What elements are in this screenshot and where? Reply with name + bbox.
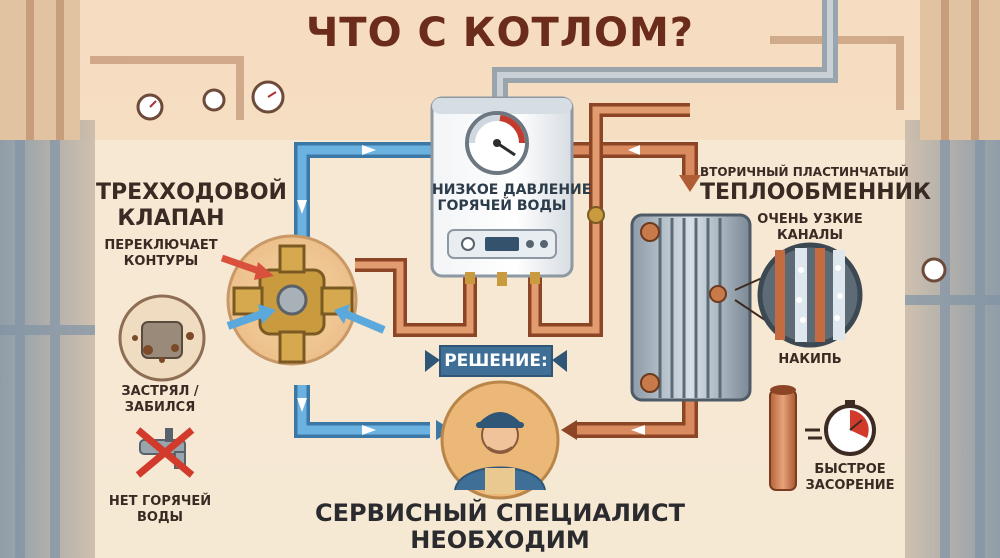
page-title: ЧТО С КОТЛОМ?	[305, 10, 695, 56]
valve-stuck-line2: ЗАБИЛСЯ	[124, 400, 196, 415]
magnifier-narrow-channels	[757, 242, 863, 348]
no-hot-water-icon	[135, 427, 195, 478]
solution-line2: НЕОБХОДИМ	[410, 526, 590, 554]
boiler	[430, 96, 574, 286]
stuck-valve-icon	[118, 294, 206, 382]
fast-clogging-line2: ЗАСОРЕНИЕ	[805, 478, 895, 493]
plate-heat-exchanger	[630, 213, 781, 402]
pressure-gauge-icon	[465, 111, 529, 175]
valve-title-line1: ТРЕХХОДОВОЙ	[96, 180, 287, 205]
valve-switch-line2: КОНТУРЫ	[123, 254, 199, 269]
solution-line1: СЕРВИСНЫЙ СПЕЦИАЛИСТ	[314, 499, 685, 527]
solution-ribbon-label: РЕШЕНИЕ:	[444, 351, 548, 371]
exchanger-title: ТЕПЛООБМЕННИК	[700, 180, 932, 205]
valve-switch-line1: ПЕРЕКЛЮЧАЕТ	[104, 238, 218, 253]
valve-title-line2: КЛАПАН	[117, 206, 225, 231]
solution-ribbon	[425, 345, 567, 377]
three-way-valve	[220, 234, 386, 366]
scale-label: НАКИПЬ	[778, 352, 842, 367]
wall-gauge-icon	[136, 80, 947, 283]
cold-water-pipe	[294, 142, 452, 440]
service-technician-icon	[440, 380, 560, 500]
valve-stuck-line1: ЗАСТРЯЛ /	[121, 384, 199, 399]
exchanger-subtitle: ВТОРИЧНЫЙ ПЛАСТИНЧАТЫЙ	[700, 165, 909, 179]
clogged-pipe-icon	[769, 385, 797, 491]
stopwatch-icon	[805, 400, 876, 456]
narrow-channels-line2: КАНАЛЫ	[777, 228, 843, 243]
hot-water-pipe	[355, 103, 701, 440]
boiler-label-line2: ГОРЯЧЕЙ ВОДЫ	[437, 198, 567, 214]
narrow-channels-line1: ОЧЕНЬ УЗКИЕ	[757, 212, 863, 227]
fast-clogging-line1: БЫСТРОЕ	[814, 462, 886, 477]
no-hot-water-line1: НЕТ ГОРЯЧЕЙ	[108, 494, 212, 509]
boiler-label-line1: НИЗКОЕ ДАВЛЕНИЕ	[432, 182, 592, 198]
no-hot-water-line2: ВОДЫ	[136, 510, 183, 525]
